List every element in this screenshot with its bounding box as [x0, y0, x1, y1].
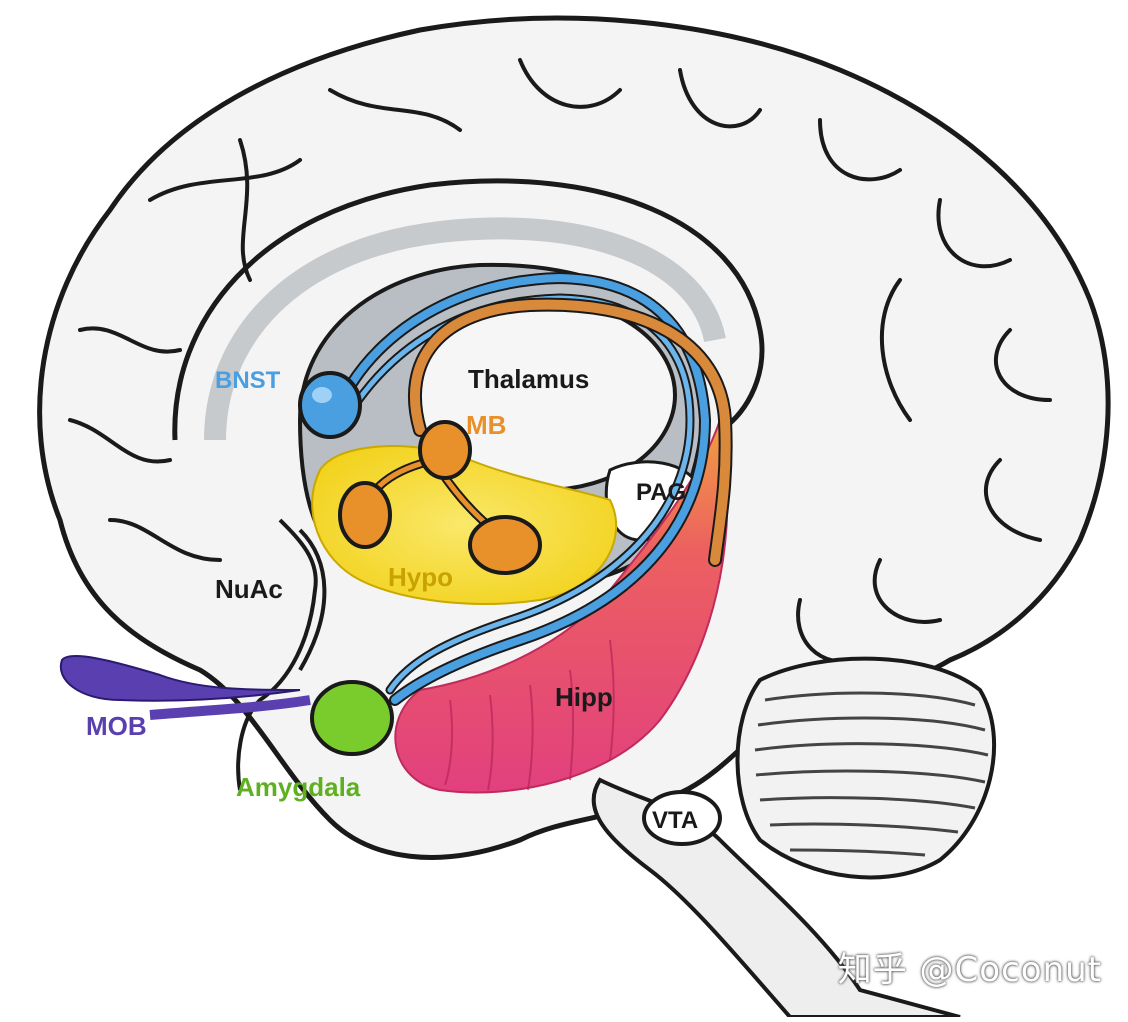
label-vta: VTA	[652, 807, 698, 834]
hypo-bulb-left	[338, 481, 392, 549]
label-mob: MOB	[86, 711, 147, 741]
mb-bulb	[418, 420, 472, 480]
vta-region	[642, 790, 722, 846]
cerebellum	[735, 656, 997, 880]
label-nuac: NuAc	[215, 574, 283, 604]
label-hipp: Hipp	[555, 682, 613, 712]
watermark: 知乎 @Coconut	[837, 950, 1102, 990]
bnst-bulb	[298, 371, 362, 439]
label-pag: PAG	[636, 479, 686, 506]
label-hypo: Hypo	[388, 562, 453, 592]
amygdala-region	[310, 680, 394, 756]
label-thalamus: Thalamus	[468, 364, 589, 394]
mob-region	[59, 654, 311, 720]
cingulate-band	[172, 178, 765, 441]
label-amygdala: Amygdala	[236, 772, 361, 802]
label-bnst: BNST	[215, 367, 281, 394]
nuac-lines	[236, 518, 327, 791]
hypo-bulb-right	[468, 515, 542, 575]
label-mb: MB	[466, 410, 506, 440]
hippocampus-region	[394, 416, 729, 794]
